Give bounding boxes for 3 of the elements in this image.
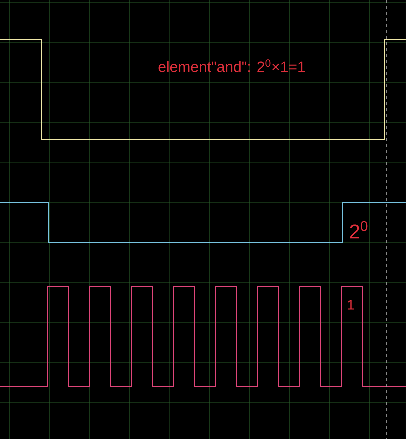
equation-label: element"and": 2$^{0}$×1=1 bbox=[158, 60, 306, 72]
value-label: 1 bbox=[348, 300, 354, 310]
value-label: 2$^{0}$ bbox=[350, 221, 368, 239]
